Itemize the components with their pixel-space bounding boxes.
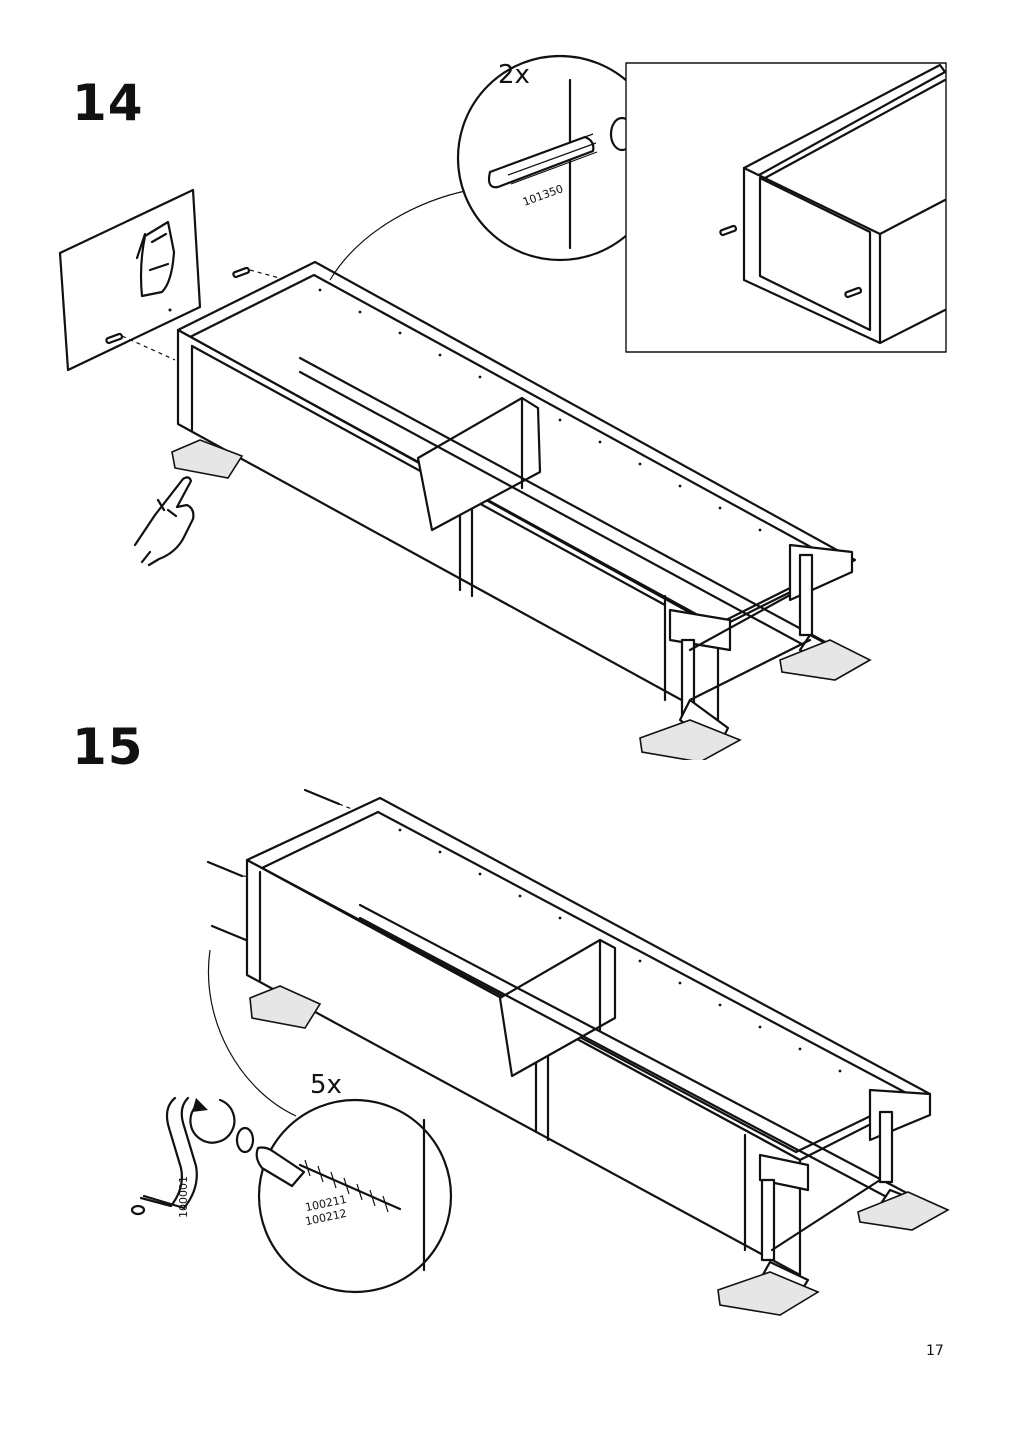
step-14-number: 14 — [72, 74, 144, 132]
inset-detail — [625, 62, 947, 353]
floor-pads-2 — [249, 985, 950, 1316]
page-number: 17 — [926, 1343, 944, 1359]
dowels — [105, 266, 306, 361]
step-15-illustration — [130, 788, 950, 1316]
tv-bench-frame — [176, 260, 857, 750]
allen-key-icon — [130, 1096, 198, 1216]
step-15-quantity: 5x — [310, 1070, 342, 1100]
step-14-quantity: 2x — [498, 60, 530, 90]
screw-callout — [235, 1098, 453, 1294]
back-panel — [58, 188, 202, 372]
tool-part-code: 100001 — [177, 1176, 190, 1218]
hand-point-icon — [133, 476, 195, 567]
rotate-arrow-icon — [189, 1098, 236, 1144]
step-15-number: 15 — [72, 718, 144, 776]
floor-pads — [171, 439, 872, 760]
step-14-illustration — [58, 54, 947, 760]
